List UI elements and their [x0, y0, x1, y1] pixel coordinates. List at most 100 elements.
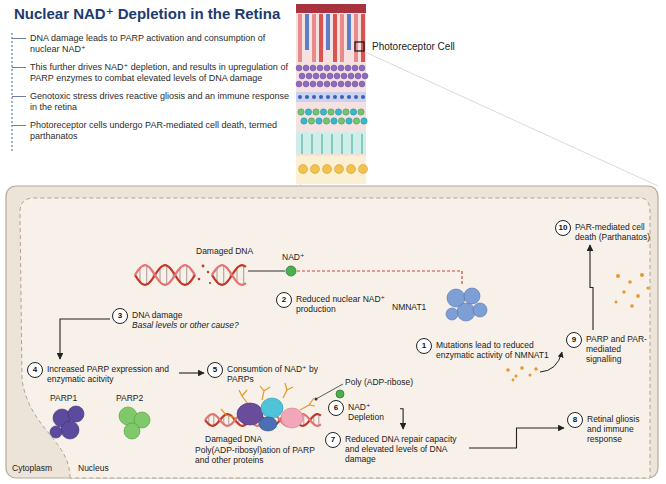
callout-number: 1 [416, 338, 432, 354]
retina-illustration [305, 95, 309, 99]
callout-number: 3 [112, 308, 128, 324]
retina-illustration [359, 165, 368, 174]
retina-illustration [312, 14, 316, 62]
par-dots [506, 366, 538, 381]
par-dots [646, 286, 649, 289]
retina-illustration [331, 65, 337, 71]
bullet-text: Genotoxic stress drives reactive gliosis… [22, 91, 295, 113]
nad-line [248, 271, 285, 272]
retina-illustration [345, 65, 351, 71]
par-dots [529, 374, 532, 377]
retina-illustration [331, 118, 337, 124]
retina-illustration [313, 109, 319, 115]
step-text: PAR-mediated cell death (Parthanatos) [575, 222, 655, 242]
retina-illustration [323, 118, 329, 124]
retina-illustration [333, 14, 337, 62]
zoom-square [355, 42, 364, 51]
par-dots [615, 273, 650, 308]
retina-illustration [335, 165, 344, 174]
retina-illustration [361, 95, 365, 99]
region-label: Nucleus [78, 463, 126, 473]
nad-molecule [336, 390, 344, 398]
part-label: Poly(ADP-ribosyl)ation of PARP and other… [195, 445, 323, 465]
protein-label: PARP1 [50, 393, 90, 403]
retina-illustration [319, 95, 323, 99]
retina-illustration [352, 81, 358, 87]
retina-illustration [362, 73, 368, 79]
retina-illustration [303, 81, 309, 87]
par-dots [506, 368, 510, 372]
flow-arrow [469, 428, 564, 448]
retina-illustration [328, 109, 334, 115]
retina-illustration [326, 95, 330, 99]
step-text: Consumtion of NAD⁺ by PARPs [227, 364, 319, 384]
damaged-dna-helix [212, 265, 246, 285]
dna-break [198, 278, 201, 281]
step-text-block: PARP and PAR-mediated signalling [586, 332, 656, 364]
flow-arrow [60, 319, 110, 359]
retina-illustration [305, 14, 309, 50]
retina-illustration [301, 118, 307, 124]
retina-illustration [317, 65, 323, 71]
step-node: 10PAR-mediated cell death (Parthanatos) [555, 220, 655, 242]
flow-arrow [179, 372, 204, 373]
par-dots [512, 379, 515, 382]
retina-illustration [299, 165, 308, 174]
nad-molecule [286, 266, 296, 276]
part-label: Poly (ADP-ribose) [345, 377, 435, 387]
callout-number: 5 [207, 362, 223, 378]
dna-break [207, 271, 209, 273]
step-note: Basal levels or other cause? [132, 320, 239, 330]
step-text: PARP and PAR-mediated signalling [586, 334, 656, 364]
retina-illustration [310, 65, 316, 71]
nmnat1-protein [464, 288, 480, 304]
molecule-label: NAD⁺ [282, 252, 314, 262]
retina-illustration [299, 73, 305, 79]
retina-illustration [326, 14, 330, 50]
step-text: Retinal gliosis and immune response [587, 414, 655, 444]
flow-arrow [400, 409, 403, 429]
region-label: Cytoplasm [12, 463, 64, 473]
parp1-protein [68, 406, 84, 422]
damaged-dna-helix [318, 414, 319, 426]
par-dots [622, 290, 625, 293]
callout-number: 7 [325, 432, 341, 448]
bullet-rule [11, 33, 12, 152]
damaged-dna-helix [146, 265, 147, 284]
retina-illustration [322, 134, 323, 154]
damaged-dna-helix [223, 265, 224, 284]
bullet-text: Photoreceptor cells undergo PAR-mediated… [22, 120, 295, 142]
parp-complex [259, 417, 277, 431]
retina-illustration [333, 95, 337, 99]
retina-illustration [352, 134, 353, 154]
retina-illustration [320, 73, 326, 79]
parp2-protein [119, 407, 150, 439]
step-node: 6NAD⁺ Depletion [328, 400, 398, 422]
retina-illustration [347, 95, 351, 99]
step-node: 3DNA damageBasal levels or other cause? [112, 308, 242, 330]
retina-illustration [338, 65, 344, 71]
parp2-protein [124, 423, 140, 439]
step-text-block: DNA damageBasal levels or other cause? [132, 308, 239, 330]
damaged-dna-helix [186, 265, 187, 284]
retina-illustration [334, 73, 340, 79]
retina-illustration [296, 65, 302, 71]
damaged-dna-helix [135, 265, 195, 285]
retina-illustration [312, 95, 316, 99]
cell-membrane [6, 186, 658, 478]
step-node: 5Consumtion of NAD⁺ by PARPs [207, 362, 319, 384]
damaged-dna-helix [135, 265, 246, 285]
par-dots [616, 274, 620, 278]
retina-illustration [361, 118, 367, 124]
retina-illustration [312, 134, 313, 154]
nmnat1-protein [457, 303, 475, 321]
parp1-protein [61, 421, 79, 439]
damaged-dna-helix [243, 265, 244, 284]
retina-illustration [298, 14, 302, 62]
leader-dot [315, 398, 318, 401]
par-dots [615, 301, 618, 304]
zoom-line [365, 52, 658, 186]
callout-number: 6 [328, 400, 344, 416]
retina-illustration [296, 4, 366, 13]
